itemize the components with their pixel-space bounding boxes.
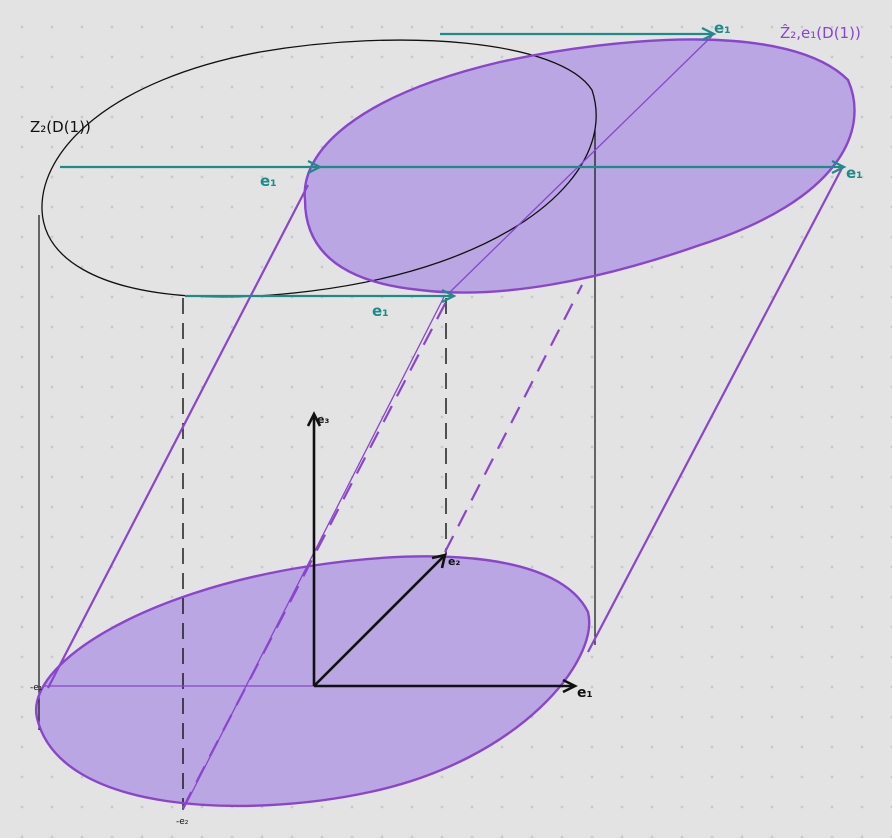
shift-label-middle-upper: e₁ bbox=[260, 172, 277, 190]
bottom-disk-outline bbox=[34, 555, 591, 808]
neg-e1-label: -e₁ bbox=[30, 683, 43, 693]
shift-arrow-middle-left bbox=[60, 160, 323, 174]
sheared-dashed-left bbox=[182, 297, 449, 809]
shift-label-middle-right: e₁ bbox=[846, 164, 863, 182]
axis-e1-arrow bbox=[314, 678, 578, 694]
sheared-dashed-right bbox=[444, 284, 583, 553]
shift-arrow-middle-right bbox=[318, 160, 847, 174]
shift-arrow-top bbox=[440, 27, 717, 41]
sheared-diagonal-back bbox=[449, 35, 713, 293]
bottom-disk-fill bbox=[36, 556, 590, 806]
top-sheared-disk-outline bbox=[303, 38, 856, 294]
axis-e2-label: e₂ bbox=[448, 555, 460, 568]
neg-e2-label: -e₂ bbox=[176, 817, 189, 827]
axis-e2-arrow bbox=[313, 553, 447, 687]
axis-e1-label: e₁ bbox=[577, 685, 593, 701]
shift-arrow-lower bbox=[185, 289, 457, 303]
sheared-cylinder-label: Ẑ₂,e₁(D(1)) bbox=[780, 23, 861, 42]
axis-e3-label: e₃ bbox=[317, 413, 329, 426]
cylinder-label: Z₂(D(1)) bbox=[30, 118, 91, 136]
shift-label-top: e₁ bbox=[714, 19, 731, 37]
sheared-left-edge bbox=[47, 184, 309, 689]
axis-e3-arrow bbox=[306, 411, 322, 686]
sheared-right-edge bbox=[587, 167, 843, 653]
shift-label-lower: e₁ bbox=[372, 302, 389, 320]
